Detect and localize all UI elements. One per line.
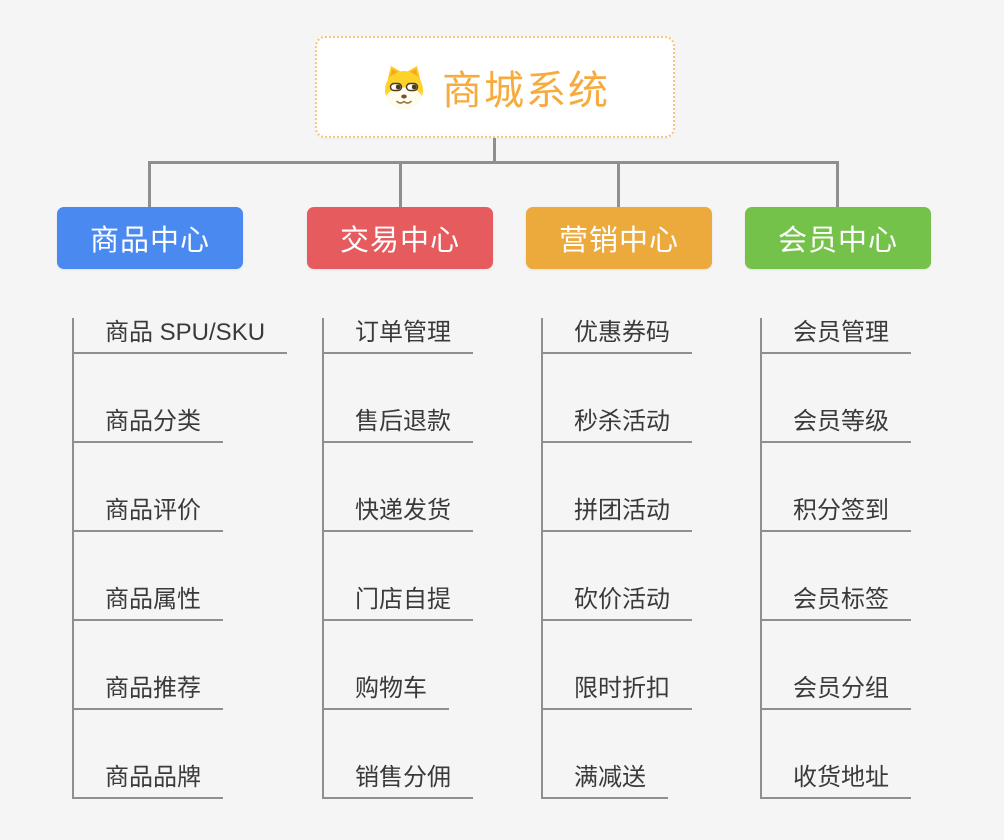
child-node[interactable]: 会员管理 — [762, 318, 911, 354]
child-node[interactable]: 会员标签 — [762, 585, 911, 621]
child-node[interactable]: 积分签到 — [762, 496, 911, 532]
branch-header-member-center[interactable]: 会员中心 — [745, 207, 931, 269]
child-node[interactable]: 拼团活动 — [543, 496, 692, 532]
doge-icon — [385, 66, 423, 109]
connector-drop-marketing — [617, 163, 620, 207]
child-node[interactable]: 商品评价 — [74, 496, 223, 532]
branch-children-trade: 订单管理 售后退款 快递发货 门店自提 购物车 销售分佣 — [322, 318, 493, 799]
child-node[interactable]: 商品属性 — [74, 585, 223, 621]
child-node[interactable]: 会员分组 — [762, 674, 911, 710]
connector-drop-trade — [399, 163, 402, 207]
child-node[interactable]: 购物车 — [324, 674, 449, 710]
child-node[interactable]: 商品 SPU/SKU — [74, 318, 288, 354]
child-node[interactable]: 收货地址 — [762, 763, 911, 799]
branch-member-center: 会员中心 会员管理 会员等级 积分签到 会员标签 会员分组 收货地址 — [745, 207, 931, 799]
branch-header-product-center[interactable]: 商品中心 — [57, 207, 243, 269]
branch-children-member: 会员管理 会员等级 积分签到 会员标签 会员分组 收货地址 — [760, 318, 931, 799]
child-node[interactable]: 商品推荐 — [74, 674, 223, 710]
branch-children-product: 商品 SPU/SKU 商品分类 商品评价 商品属性 商品推荐 商品品牌 — [72, 318, 288, 799]
child-node[interactable]: 售后退款 — [324, 407, 473, 443]
root-node-mall-system[interactable]: 商城系统 — [315, 36, 675, 138]
child-node[interactable]: 限时折扣 — [543, 674, 692, 710]
connector-drop-product — [148, 163, 151, 207]
child-node[interactable]: 会员等级 — [762, 407, 911, 443]
child-node[interactable]: 订单管理 — [324, 318, 473, 354]
child-node[interactable]: 砍价活动 — [543, 585, 692, 621]
child-node[interactable]: 商品品牌 — [74, 763, 223, 799]
branch-product-center: 商品中心 商品 SPU/SKU 商品分类 商品评价 商品属性 商品推荐 商品品牌 — [57, 207, 288, 799]
child-node[interactable]: 销售分佣 — [324, 763, 473, 799]
branch-marketing-center: 营销中心 优惠券码 秒杀活动 拼团活动 砍价活动 限时折扣 满减送 — [526, 207, 712, 799]
connector-root-stub — [493, 138, 496, 162]
child-node[interactable]: 满减送 — [543, 763, 668, 799]
child-node[interactable]: 快递发货 — [324, 496, 473, 532]
branch-header-marketing-center[interactable]: 营销中心 — [526, 207, 712, 269]
branch-header-trade-center[interactable]: 交易中心 — [307, 207, 493, 269]
child-node[interactable]: 门店自提 — [324, 585, 473, 621]
connector-horizontal-rail — [148, 161, 839, 164]
child-node[interactable]: 秒杀活动 — [543, 407, 692, 443]
branch-children-marketing: 优惠券码 秒杀活动 拼团活动 砍价活动 限时折扣 满减送 — [541, 318, 712, 799]
connector-drop-member — [836, 163, 839, 207]
child-node[interactable]: 优惠券码 — [543, 318, 692, 354]
branch-trade-center: 交易中心 订单管理 售后退款 快递发货 门店自提 购物车 销售分佣 — [307, 207, 493, 799]
child-node[interactable]: 商品分类 — [74, 407, 223, 443]
root-title: 商城系统 — [442, 69, 610, 113]
